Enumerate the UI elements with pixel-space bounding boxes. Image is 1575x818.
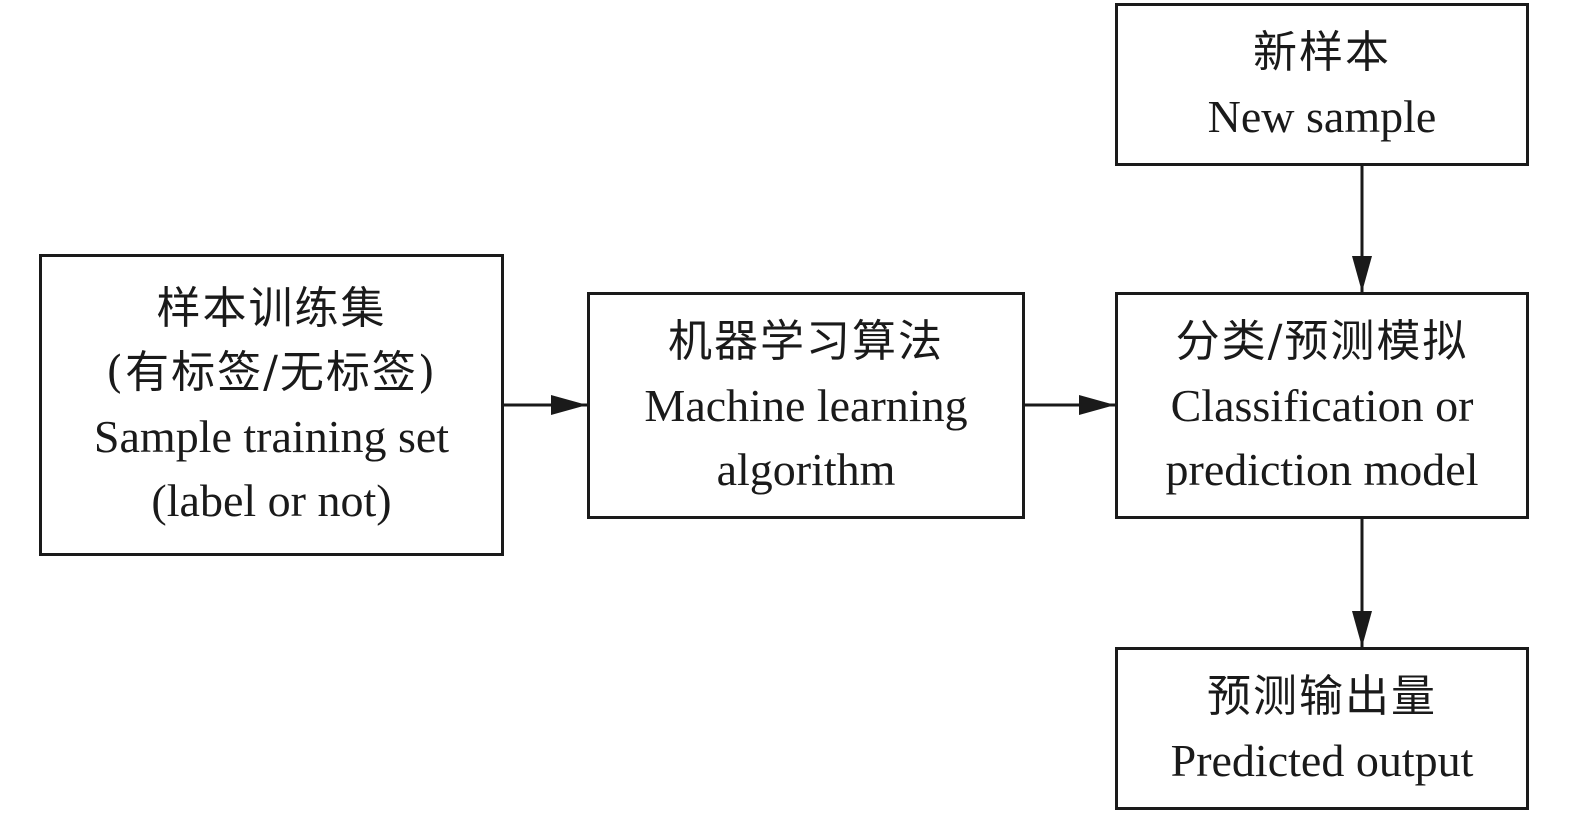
node-label-zh: 新样本 [1253, 26, 1391, 78]
node-label-zh: 样本训练集 [156, 283, 387, 334]
node-predicted-output: 预测输出量 Predicted output [1115, 647, 1529, 810]
node-label-en-sub: algorithm [716, 443, 896, 495]
node-sample-training-set: 样本训练集 (有标签/无标签) Sample training set (lab… [39, 254, 504, 556]
node-new-sample: 新样本 New sample [1115, 3, 1529, 166]
node-label-zh: 预测输出量 [1207, 670, 1437, 722]
node-machine-learning-algorithm: 机器学习算法 Machine learning algorithm [587, 292, 1025, 519]
node-label-en-sub: (label or not) [151, 475, 392, 526]
node-label-en: Sample training set [93, 411, 450, 462]
node-label-zh: 机器学习算法 [668, 315, 944, 367]
node-label-zh: 分类/预测模拟 [1175, 315, 1469, 367]
node-label-en: New sample [1207, 90, 1437, 142]
node-label-en: Classification or [1170, 379, 1474, 431]
node-label-zh-sub: (有标签/无标签) [105, 347, 438, 398]
node-label-en: Predicted output [1170, 734, 1474, 786]
node-label-en: Machine learning [644, 379, 968, 431]
node-label-en-sub: prediction model [1165, 443, 1479, 495]
node-classification-prediction-model: 分类/预测模拟 Classification or prediction mod… [1115, 292, 1529, 519]
